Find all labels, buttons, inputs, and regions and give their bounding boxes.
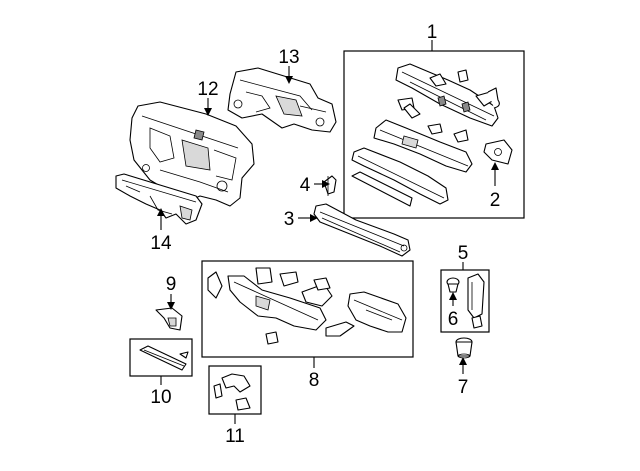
callout-2: 2 xyxy=(490,190,501,211)
part-6-grommet[interactable] xyxy=(446,277,460,293)
callout-14: 14 xyxy=(150,233,172,254)
part-5-brace-set[interactable] xyxy=(467,273,485,329)
part-3-cowl-front[interactable] xyxy=(313,203,411,257)
group-box-1 xyxy=(343,50,525,219)
part-2-cowl-bracket[interactable] xyxy=(483,139,513,165)
group-box-8 xyxy=(201,260,414,358)
callout-5: 5 xyxy=(458,243,469,264)
part-12-dash-panel[interactable] xyxy=(129,101,255,207)
part-1-cowl-assembly[interactable] xyxy=(351,63,500,207)
part-11-bracket-set[interactable] xyxy=(213,373,251,411)
callout-10: 10 xyxy=(150,387,171,408)
callout-8: 8 xyxy=(309,370,320,391)
part-8-insulator-set[interactable] xyxy=(207,267,407,345)
callout-11: 11 xyxy=(225,426,245,447)
part-4-clip[interactable] xyxy=(323,175,337,196)
part-9-bracket[interactable] xyxy=(155,307,183,331)
callout-1: 1 xyxy=(427,22,438,43)
callout-12: 12 xyxy=(197,79,218,100)
callout-7: 7 xyxy=(458,377,469,398)
group-box-5 xyxy=(440,269,490,333)
callout-6: 6 xyxy=(448,309,459,330)
part-10-strip-set[interactable] xyxy=(139,345,189,371)
callout-3: 3 xyxy=(284,209,295,230)
part-7-plug[interactable] xyxy=(455,337,473,359)
callout-4: 4 xyxy=(300,175,311,196)
part-14-dash-insulator[interactable] xyxy=(115,173,203,225)
callout-9: 9 xyxy=(166,274,177,295)
part-13-dash-upper-panel[interactable] xyxy=(227,67,337,133)
callout-13: 13 xyxy=(278,47,299,68)
